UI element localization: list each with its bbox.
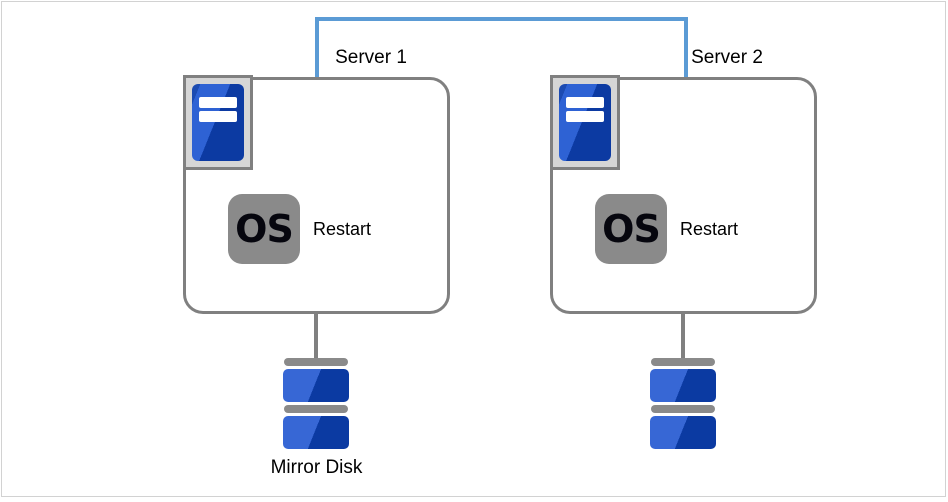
server2-os-action-label: Restart [680, 218, 739, 239]
mirror-disk-label: Mirror Disk [270, 457, 363, 478]
disk-platter [283, 416, 349, 449]
server-tower-icon [550, 75, 620, 170]
disk-stack-icon [650, 358, 716, 449]
disk-platter [650, 369, 716, 402]
server1-os-action-label: Restart [313, 218, 372, 239]
server1-label: Server 1 [335, 47, 407, 68]
server2-group: Server 2 OS Restart [550, 0, 817, 502]
disk-cap [651, 405, 715, 413]
disk-platter [283, 369, 349, 402]
disk-cap [284, 405, 348, 413]
tower-drive-slot-icon [566, 97, 604, 108]
os-badge-icon: OS [228, 194, 300, 264]
tower-drive-slot-icon [199, 97, 237, 108]
server1-box [183, 77, 450, 314]
disk-cap [651, 358, 715, 366]
tower-drive-slot-icon [566, 111, 604, 122]
os-badge-text: OS [602, 207, 661, 251]
disk-platter [650, 416, 716, 449]
server-tower-body [559, 84, 611, 161]
disk-cap [284, 358, 348, 366]
os-badge-text: OS [235, 207, 294, 251]
server1-group: Server 1 OS Restart Mirror Disk [183, 0, 450, 502]
server-tower-icon [183, 75, 253, 170]
tower-drive-slot-icon [199, 111, 237, 122]
server2-label: Server 2 [691, 47, 763, 68]
disk-stack-icon [283, 358, 349, 449]
os-badge-icon: OS [595, 194, 667, 264]
server-tower-body [192, 84, 244, 161]
